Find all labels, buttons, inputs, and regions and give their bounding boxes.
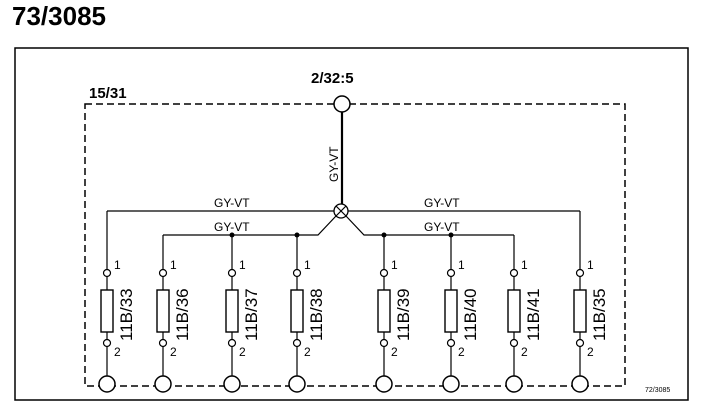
pin-1-terminal xyxy=(102,268,112,278)
fuse-label: 11B/33 xyxy=(117,288,136,341)
fuse-body xyxy=(100,289,114,333)
fuse-label: 11B/35 xyxy=(590,288,609,341)
pin-2-label: 2 xyxy=(170,345,177,359)
pin-1-terminal xyxy=(158,268,168,278)
frame-label: 15/31 xyxy=(89,85,127,102)
pin-1-label: 1 xyxy=(521,258,528,272)
fuse-body xyxy=(377,289,391,333)
pin-1-label: 1 xyxy=(170,258,177,272)
lower-bus-left xyxy=(163,215,337,236)
pin-2-label: 2 xyxy=(239,345,246,359)
pin-2-terminal xyxy=(227,338,237,348)
pin-2-terminal xyxy=(292,338,302,348)
bottom-terminal xyxy=(154,375,172,393)
lower-right-wire-label: GY-VT xyxy=(424,220,460,234)
upper-left-wire-label: GY-VT xyxy=(214,196,250,210)
top-connector-label: 2/32:5 xyxy=(311,70,354,87)
fuse-label: 11B/37 xyxy=(242,288,261,341)
pin-1-terminal xyxy=(509,268,519,278)
bottom-terminal xyxy=(288,375,306,393)
pin-1-label: 1 xyxy=(458,258,465,272)
fuse-body xyxy=(444,289,458,333)
pin-2-terminal xyxy=(575,338,585,348)
footer-reference: 72/3085 xyxy=(645,387,670,394)
component-boundary xyxy=(84,103,626,387)
fuse-label: 11B/38 xyxy=(307,288,326,341)
pin-1-terminal xyxy=(446,268,456,278)
fuse-body xyxy=(507,289,521,333)
pin-2-label: 2 xyxy=(304,345,311,359)
bus-tap-dot xyxy=(448,232,454,238)
fuse-group: 1 2 11B/33 1 2 11B/36 1 2 11B/37 1 2 11B/38 1 2 11B/39… xyxy=(98,211,609,393)
bottom-terminal xyxy=(223,375,241,393)
bottom-terminal xyxy=(505,375,523,393)
pin-2-label: 2 xyxy=(114,345,121,359)
pin-2-label: 2 xyxy=(458,345,465,359)
fuse-body xyxy=(290,289,304,333)
bus-tap-dot xyxy=(381,232,387,238)
pin-1-label: 1 xyxy=(391,258,398,272)
fuse-body xyxy=(156,289,170,333)
pin-2-terminal xyxy=(158,338,168,348)
bus-tap-dot xyxy=(229,232,235,238)
pin-2-terminal xyxy=(446,338,456,348)
diagram-title: 73/3085 xyxy=(12,1,106,31)
fuse-label: 11B/36 xyxy=(173,288,192,341)
pin-1-terminal xyxy=(292,268,302,278)
fuse-body xyxy=(573,289,587,333)
pin-1-terminal xyxy=(575,268,585,278)
pin-2-terminal xyxy=(102,338,112,348)
bottom-terminal xyxy=(571,375,589,393)
junction-cross-b xyxy=(335,205,347,217)
pin-1-label: 1 xyxy=(114,258,121,272)
pin-1-terminal xyxy=(379,268,389,278)
pin-2-terminal xyxy=(379,338,389,348)
pin-2-label: 2 xyxy=(587,345,594,359)
pin-1-label: 1 xyxy=(239,258,246,272)
lower-left-wire-label: GY-VT xyxy=(214,220,250,234)
pin-2-terminal xyxy=(509,338,519,348)
top-connector-terminal xyxy=(333,95,351,113)
outer-frame xyxy=(14,47,689,401)
fuse-label: 11B/40 xyxy=(461,288,480,341)
bottom-terminal xyxy=(442,375,460,393)
pin-2-label: 2 xyxy=(391,345,398,359)
fuse-body xyxy=(225,289,239,333)
pin-2-label: 2 xyxy=(521,345,528,359)
upper-right-wire-label: GY-VT xyxy=(424,196,460,210)
pin-1-terminal xyxy=(227,268,237,278)
pin-1-label: 1 xyxy=(587,258,594,272)
bus-tap-dot xyxy=(294,232,300,238)
bottom-terminal xyxy=(98,375,116,393)
pin-1-label: 1 xyxy=(304,258,311,272)
bottom-terminal xyxy=(375,375,393,393)
fuse-label: 11B/41 xyxy=(524,288,543,341)
trunk-wire-label: GY-VT xyxy=(327,146,341,182)
lower-bus-right xyxy=(345,215,514,236)
fuse-label: 11B/39 xyxy=(394,288,413,341)
